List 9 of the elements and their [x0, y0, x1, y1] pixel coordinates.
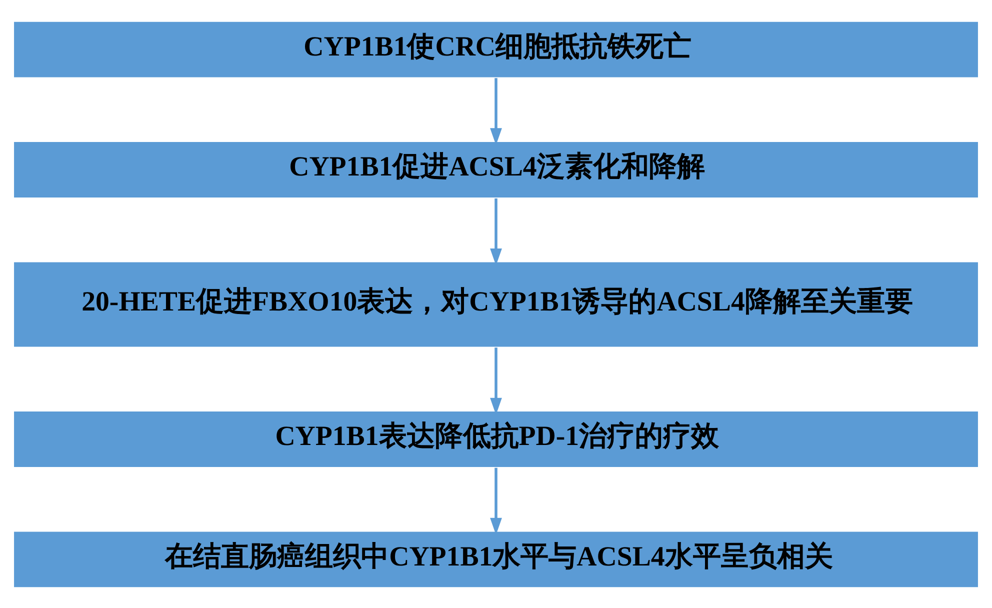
arrow: [490, 78, 502, 145]
node-box: 在结直肠癌组织中CYP1B1水平与ACSL4水平呈负相关: [12, 530, 980, 588]
arrow: [490, 347, 502, 414]
node-box: CYP1B1表达降低抗PD-1治疗的疗效: [12, 410, 980, 468]
arrow: [490, 198, 502, 265]
node-box: CYP1B1使CRC细胞抵抗铁死亡: [12, 20, 980, 78]
arrow: [490, 467, 502, 534]
node-box: CYP1B1促进ACSL4泛素化和降解: [12, 140, 980, 198]
node-box: 20-HETE促进FBXO10表达，对CYP1B1诱导的ACSL4降解至关重要: [12, 260, 980, 348]
